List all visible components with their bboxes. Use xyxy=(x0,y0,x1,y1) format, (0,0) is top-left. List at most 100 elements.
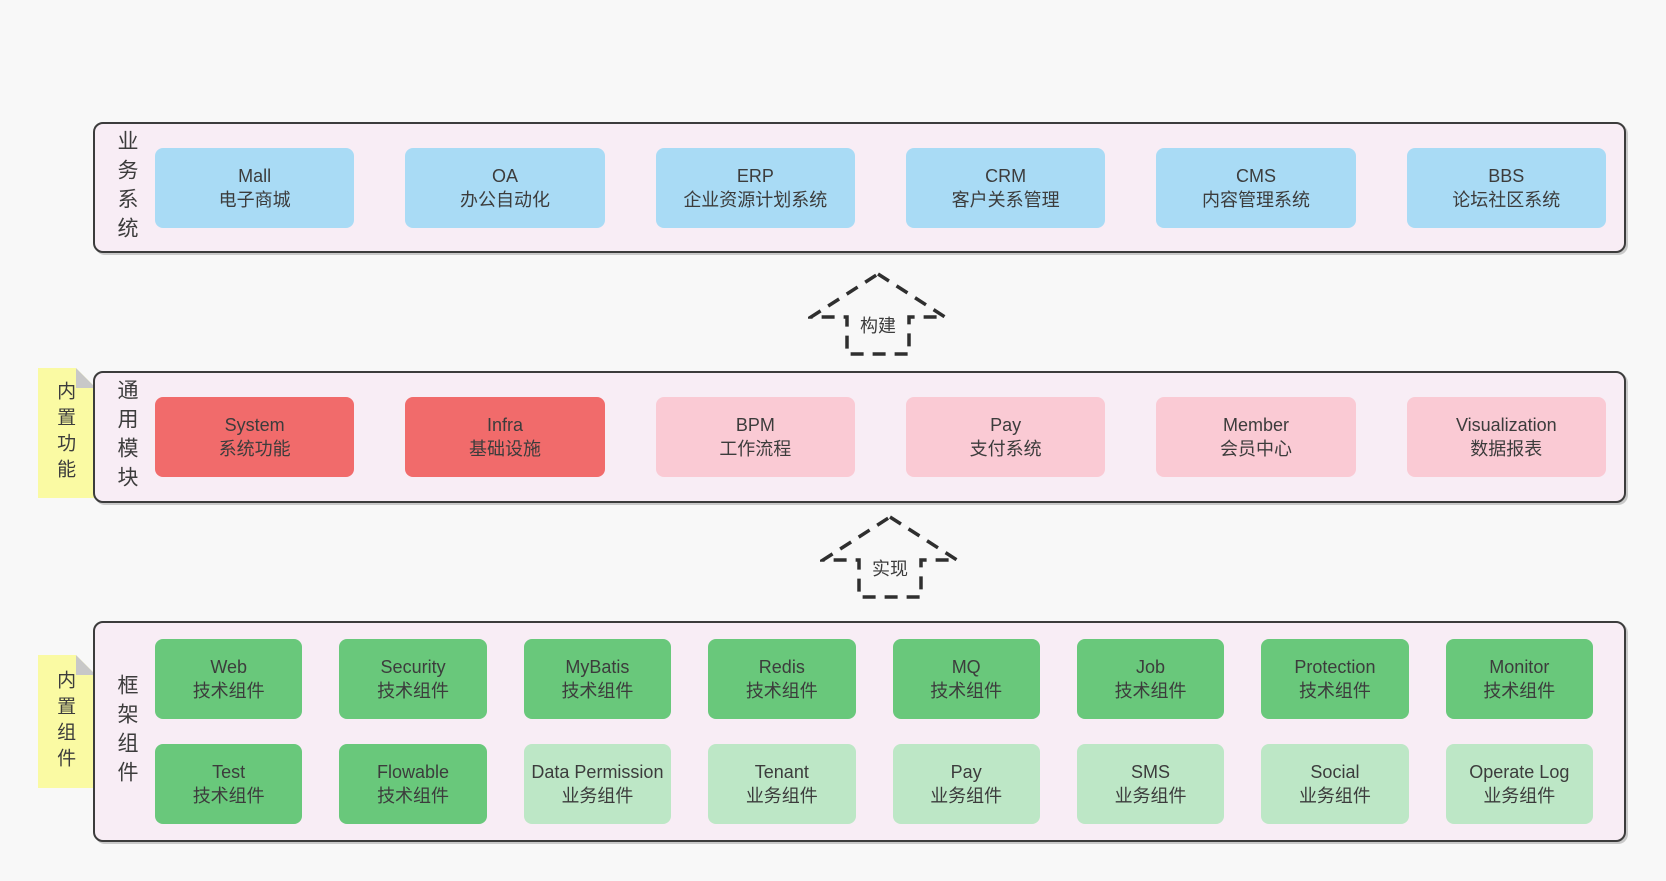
box-title: SMS xyxy=(1131,762,1171,782)
box-subtitle: 基础设施 xyxy=(468,439,541,459)
layer-label-common-modules: 通用模块 xyxy=(115,379,138,495)
box-subtitle: 支付系统 xyxy=(969,439,1042,459)
box-title: Data Permission xyxy=(531,762,664,782)
box-title: Web xyxy=(210,657,248,677)
box-bpm: BPM 工作流程 xyxy=(655,397,855,477)
box-subtitle: 技术组件 xyxy=(1298,681,1371,701)
box-social: Social 业务组件 xyxy=(1261,744,1409,824)
box-title: OA xyxy=(491,165,518,186)
box-subtitle: 业务组件 xyxy=(1298,786,1371,806)
box-subtitle: 企业资源计划系统 xyxy=(683,189,828,210)
box-subtitle: 数据报表 xyxy=(1470,439,1543,459)
box-title: MyBatis xyxy=(565,657,630,677)
box-title: Social xyxy=(1310,762,1360,782)
box-title: Infra xyxy=(486,415,523,435)
box-system: System 系统功能 xyxy=(155,397,355,477)
box-title: Operate Log xyxy=(1469,762,1570,782)
box-subtitle: 客户关系管理 xyxy=(951,189,1060,210)
dashed-up-arrow-icon xyxy=(820,514,960,599)
box-test: Test 技术组件 xyxy=(155,744,303,824)
box-subtitle: 会员中心 xyxy=(1219,439,1292,459)
box-monitor: Monitor 技术组件 xyxy=(1445,639,1593,719)
box-subtitle: 工作流程 xyxy=(719,439,792,459)
box-title: ERP xyxy=(736,165,774,186)
box-title: Pay xyxy=(950,762,982,782)
box-subtitle: 业务组件 xyxy=(561,786,634,806)
box-pay: Pay 业务组件 xyxy=(892,744,1040,824)
box-operate-log: Operate Log 业务组件 xyxy=(1445,744,1593,824)
box-subtitle: 技术组件 xyxy=(1114,681,1187,701)
arrow-build: 构建 xyxy=(808,271,948,357)
box-mall: Mall 电子商城 xyxy=(155,147,355,228)
layer-rows: System 系统功能 Infra 基础设施 BPM 工作流程 Pay 支付系统… xyxy=(155,373,1606,501)
box-bbs: BBS 论坛社区系统 xyxy=(1406,147,1606,228)
box-subtitle: 技术组件 xyxy=(377,786,450,806)
box-subtitle: 业务组件 xyxy=(1114,786,1187,806)
box-title: Pay xyxy=(990,415,1022,435)
business-systems-row-1: Mall 电子商城 OA 办公自动化 ERP 企业资源计划系统 CRM 客户关系… xyxy=(155,147,1606,228)
box-title: BPM xyxy=(735,415,775,435)
box-infra: Infra 基础设施 xyxy=(405,397,605,477)
framework-components-row-2: Test 技术组件 Flowable 技术组件 Data Permission … xyxy=(155,744,1593,824)
layer-rows: Mall 电子商城 OA 办公自动化 ERP 企业资源计划系统 CRM 客户关系… xyxy=(155,124,1606,251)
layer-rows: Web 技术组件 Security 技术组件 MyBatis 技术组件 Redi… xyxy=(155,623,1593,840)
box-job: Job 技术组件 xyxy=(1076,639,1225,719)
box-title: Protection xyxy=(1294,657,1376,677)
box-visualization: Visualization 数据报表 xyxy=(1406,397,1606,477)
box-tenant: Tenant 业务组件 xyxy=(708,744,856,824)
box-member: Member 会员中心 xyxy=(1156,397,1356,477)
box-subtitle: 电子商城 xyxy=(218,189,291,210)
box-subtitle: 业务组件 xyxy=(1483,786,1556,806)
box-erp: ERP 企业资源计划系统 xyxy=(655,147,855,228)
arrow-implement: 实现 xyxy=(820,514,960,600)
layer-framework-components: 框架组件 Web 技术组件 Security 技术组件 MyBatis 技术组件… xyxy=(93,621,1626,842)
box-subtitle: 技术组件 xyxy=(930,681,1003,701)
framework-components-row-1: Web 技术组件 Security 技术组件 MyBatis 技术组件 Redi… xyxy=(155,639,1593,719)
box-subtitle: 技术组件 xyxy=(1483,681,1556,701)
layer-label-business-systems: 业务系统 xyxy=(115,129,138,246)
sticky-note-label: 内置组件 xyxy=(54,669,76,774)
box-title: Job xyxy=(1136,657,1166,677)
box-subtitle: 论坛社区系统 xyxy=(1452,189,1561,210)
box-mq: MQ 技术组件 xyxy=(892,639,1040,719)
box-subtitle: 技术组件 xyxy=(561,681,634,701)
box-sms: SMS 业务组件 xyxy=(1076,744,1225,824)
box-data-permission: Data Permission 业务组件 xyxy=(523,744,672,824)
sticky-note-built-in-features: 内置功能 xyxy=(38,368,96,498)
box-subtitle: 业务组件 xyxy=(745,786,818,806)
box-security: Security 技术组件 xyxy=(339,639,487,719)
box-oa: OA 办公自动化 xyxy=(405,147,605,228)
box-subtitle: 内容管理系统 xyxy=(1201,189,1310,210)
box-title: Security xyxy=(380,657,446,677)
box-pay: Pay 支付系统 xyxy=(905,397,1106,477)
box-title: Flowable xyxy=(377,762,450,782)
box-subtitle: 办公自动化 xyxy=(459,189,550,210)
box-title: Mall xyxy=(238,165,272,186)
box-subtitle: 技术组件 xyxy=(377,681,450,701)
sticky-note-label: 内置功能 xyxy=(54,381,76,485)
box-title: BBS xyxy=(1488,165,1525,186)
box-subtitle: 技术组件 xyxy=(745,681,818,701)
box-title: Redis xyxy=(758,657,805,677)
layer-business-systems: 业务系统 Mall 电子商城 OA 办公自动化 ERP 企业资源计划系统 CRM… xyxy=(93,122,1626,253)
layer-label-framework-components: 框架组件 xyxy=(115,673,138,790)
arrow-label-implement: 实现 xyxy=(869,558,911,580)
box-title: System xyxy=(224,415,285,435)
box-title: Tenant xyxy=(754,762,809,782)
box-title: Test xyxy=(212,762,246,782)
box-crm: CRM 客户关系管理 xyxy=(905,147,1106,228)
box-cms: CMS 内容管理系统 xyxy=(1156,147,1356,228)
sticky-note-built-in-components: 内置组件 xyxy=(38,655,96,788)
box-subtitle: 技术组件 xyxy=(192,786,265,806)
arrow-label-build: 构建 xyxy=(857,315,899,337)
box-subtitle: 技术组件 xyxy=(192,681,265,701)
box-subtitle: 业务组件 xyxy=(930,786,1003,806)
box-flowable: Flowable 技术组件 xyxy=(339,744,487,824)
box-mybatis: MyBatis 技术组件 xyxy=(523,639,672,719)
box-redis: Redis 技术组件 xyxy=(708,639,856,719)
box-title: Member xyxy=(1222,415,1289,435)
common-modules-row-1: System 系统功能 Infra 基础设施 BPM 工作流程 Pay 支付系统… xyxy=(155,397,1606,477)
layer-common-modules: 通用模块 System 系统功能 Infra 基础设施 BPM 工作流程 Pay… xyxy=(93,371,1626,503)
box-title: CMS xyxy=(1235,165,1276,186)
box-web: Web 技术组件 xyxy=(155,639,303,719)
